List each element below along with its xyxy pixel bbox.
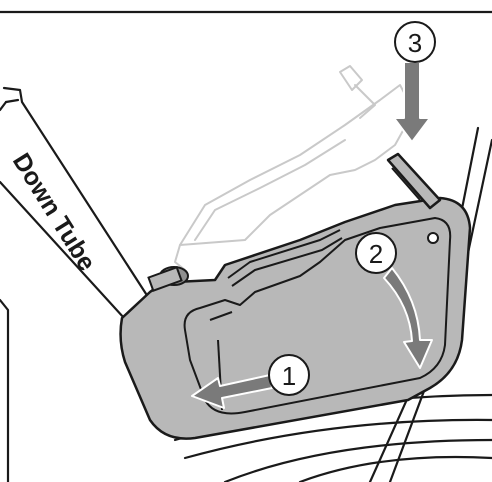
step-3-callout: 3 [394, 21, 436, 63]
step-3-number: 3 [408, 28, 422, 58]
step-2-callout: 2 [355, 232, 397, 274]
step-3-arrow [393, 61, 431, 143]
down-tube-label: Down Tube [7, 148, 101, 276]
step-2-arrow [383, 267, 433, 369]
step-1-arrow [191, 374, 273, 409]
down-tube [0, 86, 152, 482]
step-2-number: 2 [369, 239, 383, 269]
step-1-number: 1 [282, 361, 296, 391]
step-1-callout: 1 [268, 354, 310, 396]
battery [119, 152, 472, 440]
